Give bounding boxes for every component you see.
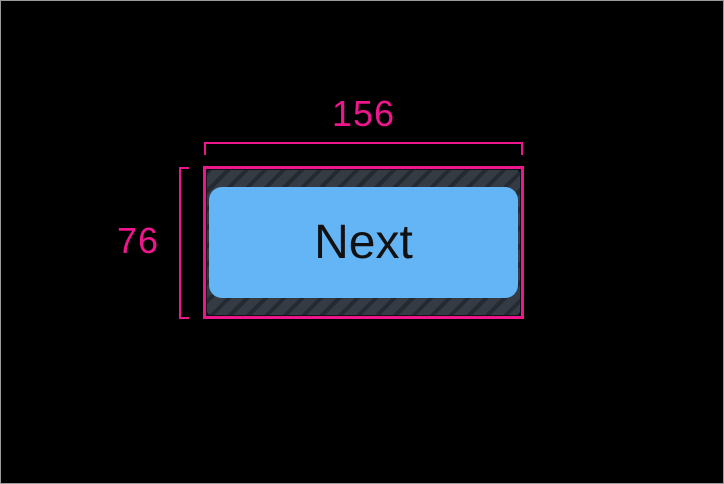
height-measure-bracket [179, 167, 189, 319]
next-button-label: Next [314, 215, 413, 269]
next-button[interactable]: Next [209, 187, 518, 298]
selection-bounds: Next [203, 166, 524, 319]
height-dimension-label: 76 [116, 220, 159, 261]
width-dimension-label: 156 [331, 93, 396, 134]
width-measure-bracket [204, 142, 523, 155]
